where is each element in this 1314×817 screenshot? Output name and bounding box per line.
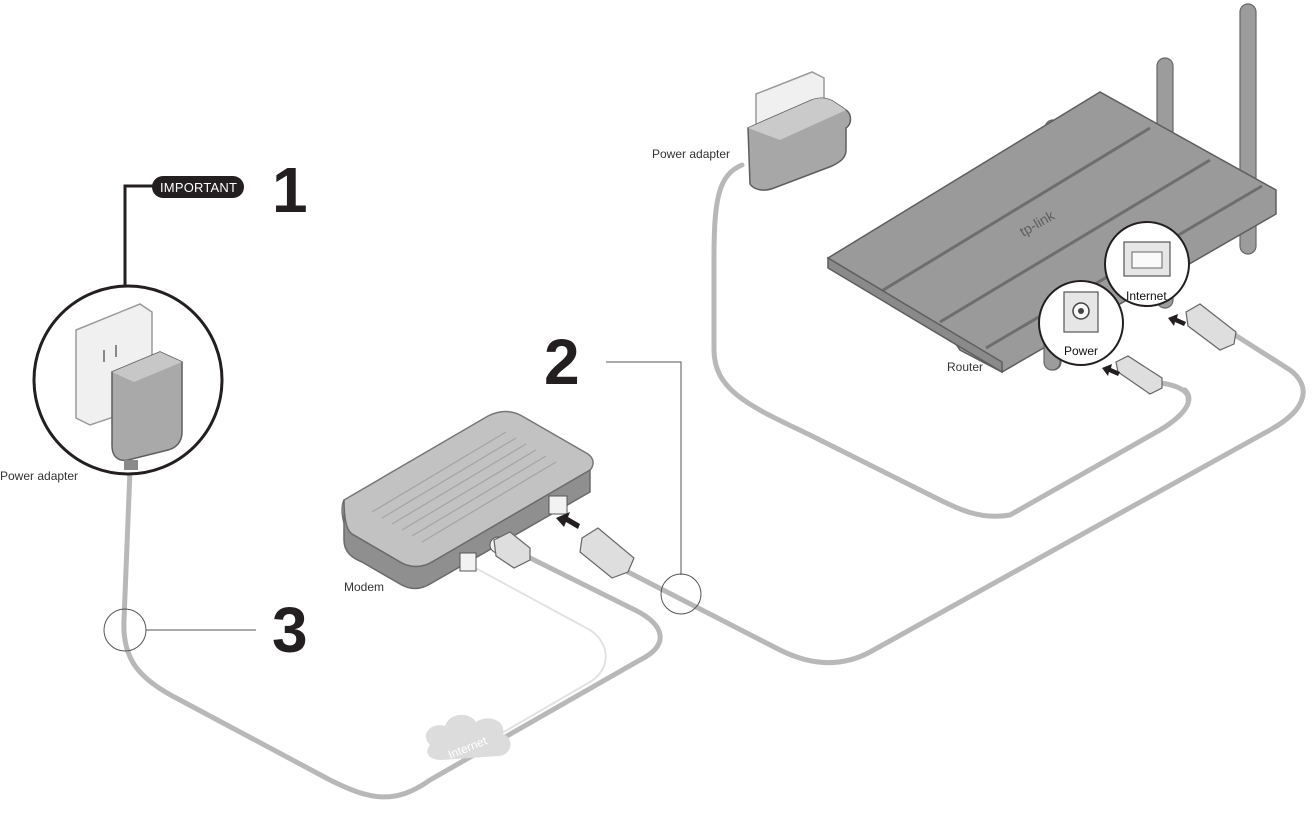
important-label: IMPORTANT: [160, 180, 237, 195]
modem-ethernet-plug: [579, 527, 635, 579]
power-adapter-left-label: Power adapter: [0, 469, 78, 483]
step-1-number: 1: [272, 154, 308, 226]
modem-ethernet-port: [548, 495, 568, 515]
router-power-plug: [1115, 355, 1163, 395]
step-2-cable-marker: [660, 573, 702, 615]
router: tp-link Router Power Internet: [826, 3, 1277, 395]
callout-leader: [123, 184, 160, 292]
internet-cloud: Internet: [425, 714, 511, 762]
step-markers: 1 2 3: [103, 154, 702, 666]
router-label: Router: [947, 360, 983, 374]
router-adapter-cable: [711, 162, 1192, 519]
cloud-icon: [425, 714, 511, 760]
ethernet-cable: [625, 332, 1306, 666]
internet-line: [469, 564, 607, 741]
modem-label: Modem: [344, 580, 384, 594]
router-power-cable: [1157, 380, 1191, 403]
power-port-label: Power: [1064, 344, 1098, 358]
arrow-to-power-icon: [1102, 364, 1120, 376]
internet-port-label: Internet: [1126, 289, 1167, 303]
modem-phone-port: [459, 552, 477, 572]
step-3-number: 3: [272, 594, 308, 666]
arrow-to-internet-icon: [1168, 314, 1186, 326]
step-2-leader: [606, 361, 682, 575]
modem-body-side: [343, 468, 591, 590]
arrow-to-modem-icon: [556, 512, 580, 529]
router-power-adapter: Power adapter: [652, 71, 852, 191]
important-badge: [152, 176, 244, 198]
step-2-number: 2: [544, 326, 580, 398]
step-3-cable-marker: [103, 608, 147, 652]
modem-power-plug: [493, 531, 531, 569]
router-ethernet-plug: [1185, 303, 1237, 351]
modem-adapter-cable: [121, 467, 663, 800]
power-adapter-top-label: Power adapter: [652, 147, 730, 161]
modem: Modem: [341, 410, 635, 594]
important-callout: IMPORTANT Power adapter: [0, 176, 244, 483]
cables: [121, 162, 1306, 800]
router-body-front: [827, 256, 1003, 374]
